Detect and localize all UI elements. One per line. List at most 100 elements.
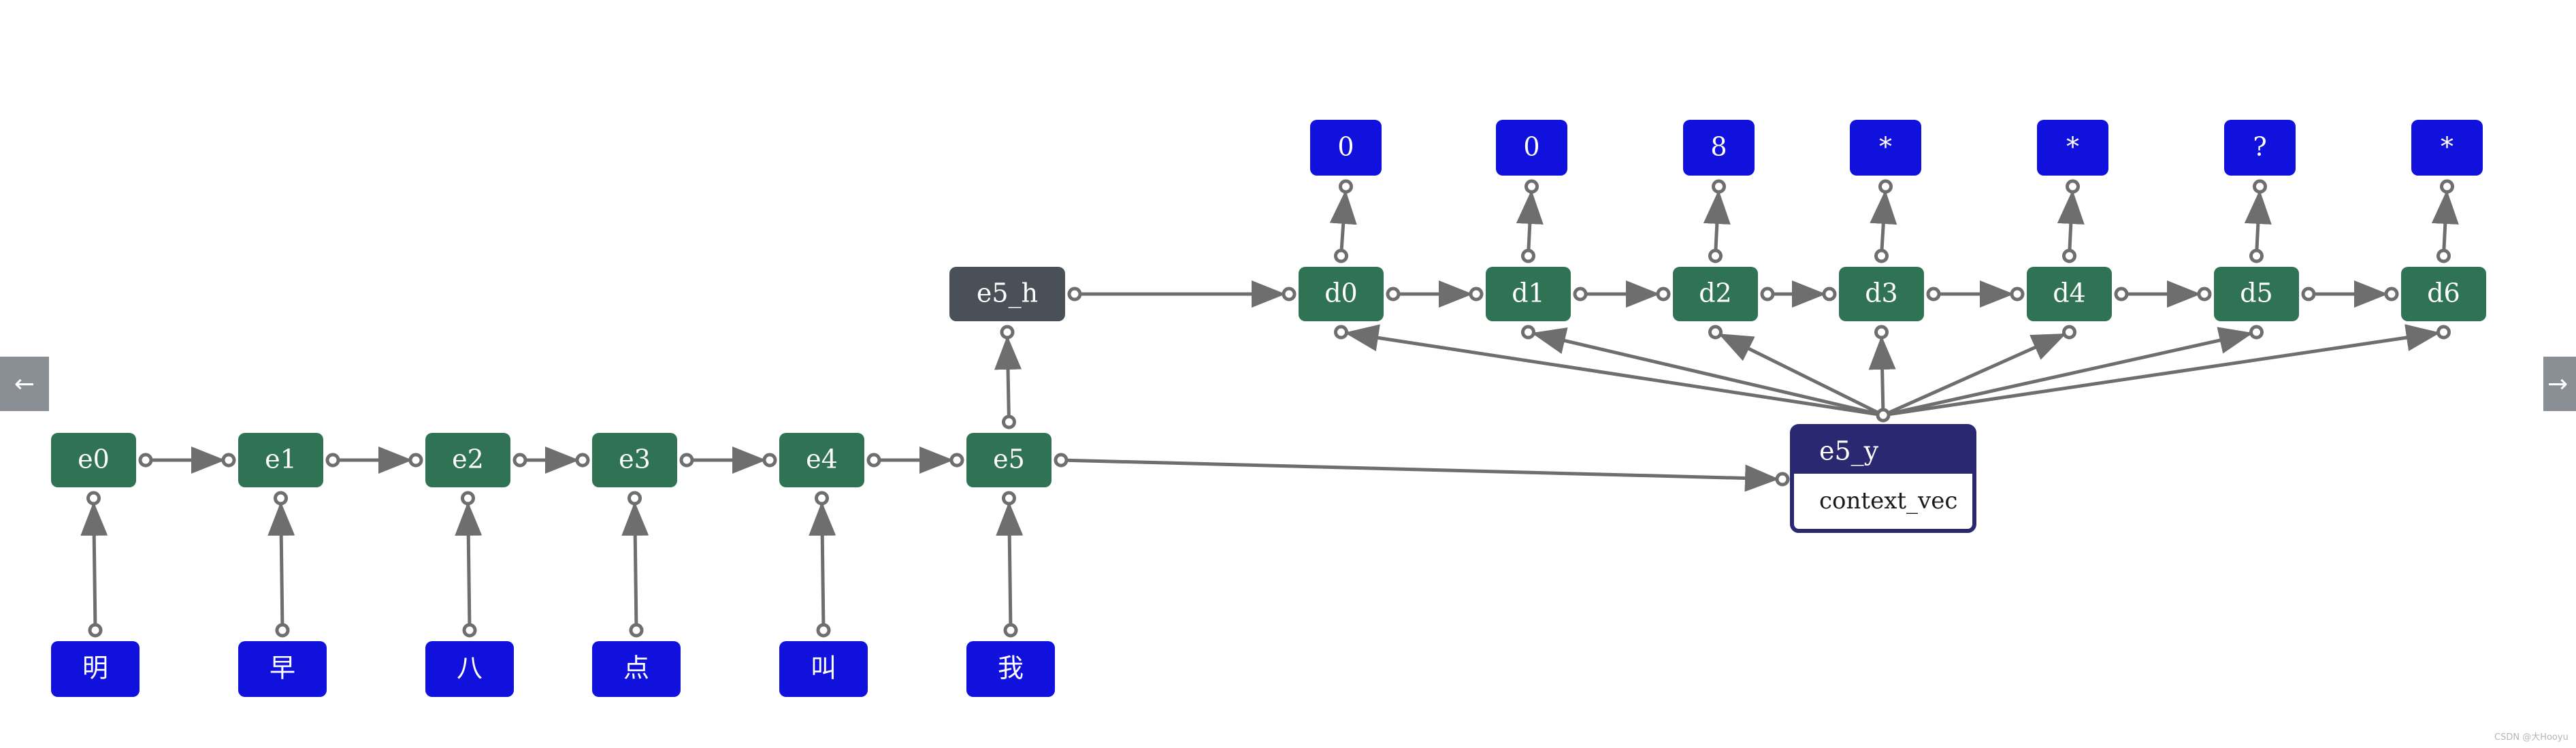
edges xyxy=(80,189,2459,625)
edge-arrow xyxy=(1868,335,1896,410)
edge-port xyxy=(274,491,288,506)
encoder-node-e4: e4 xyxy=(779,433,864,487)
output-node-label: * xyxy=(2066,132,2079,162)
encoder-node-label: e3 xyxy=(619,444,651,474)
edge-arrow xyxy=(2244,189,2272,251)
encoder-node-label: e5 xyxy=(993,444,1025,474)
input-node-in5: 我 xyxy=(966,641,1055,697)
edge-port xyxy=(2062,325,2076,340)
decoder-node-box xyxy=(1839,267,1924,321)
encoder-node-e2: e2 xyxy=(425,433,510,487)
decoder-node-label: d1 xyxy=(1512,278,1545,308)
edge-arrow xyxy=(1329,189,1357,251)
edge-port xyxy=(2436,325,2451,340)
input-node-box xyxy=(592,641,681,697)
decoder-node-box xyxy=(1486,267,1571,321)
edge-port xyxy=(1339,179,1353,194)
edge-port xyxy=(762,453,777,468)
edge-port xyxy=(816,623,831,638)
output-node-o4: * xyxy=(2037,120,2108,176)
input-node-box xyxy=(779,641,868,697)
decoder-node-label: d4 xyxy=(2053,278,2086,308)
edge-port xyxy=(1708,248,1723,263)
output-node-label: 8 xyxy=(1710,132,1727,162)
prev-slide-button[interactable]: ← xyxy=(0,357,49,411)
edge-port xyxy=(1874,248,1889,263)
edge-port xyxy=(1003,623,1018,638)
encoder-node-label: e1 xyxy=(265,444,297,474)
edge-port xyxy=(1002,491,1016,506)
edge-arrow xyxy=(1703,189,1731,251)
edge-port xyxy=(1760,287,1775,302)
ports xyxy=(86,179,2454,638)
edge-port xyxy=(679,453,694,468)
edge-port xyxy=(575,453,590,468)
context-node-header xyxy=(1792,426,1974,474)
output-node-label: * xyxy=(1879,132,1892,162)
edge-arrow xyxy=(1066,458,1780,492)
output-node-o1: 0 xyxy=(1496,120,1567,176)
edge-arrow xyxy=(267,501,295,625)
decoder-node-d6: d6 xyxy=(2401,267,2486,321)
next-slide-button[interactable]: → xyxy=(2543,357,2576,411)
decoder-node-box xyxy=(1673,267,1758,321)
encoder-node-box xyxy=(425,433,510,487)
edge-arrow xyxy=(1888,327,2253,416)
edge-arrow xyxy=(1718,334,1879,414)
edge-port xyxy=(2249,325,2264,340)
output-node-box xyxy=(2224,120,2296,176)
edge-port xyxy=(1775,472,1790,487)
edge-port xyxy=(1656,287,1671,302)
input-node-label: 八 xyxy=(457,653,483,683)
encoder-node-label: e4 xyxy=(806,444,838,474)
decoder-node-d2: d2 xyxy=(1673,267,1758,321)
edge-arrow xyxy=(621,501,649,625)
output-node-o3: * xyxy=(1850,120,1921,176)
edge-port xyxy=(1878,179,1893,194)
edge-port xyxy=(138,453,153,468)
decoder-node-d1: d1 xyxy=(1486,267,1571,321)
decoder-node-d4: d4 xyxy=(2027,267,2112,321)
right-arrow-icon: → xyxy=(2547,370,2569,398)
output-node-o0: 0 xyxy=(1310,120,1382,176)
context-node-field: context_vec xyxy=(1819,487,1957,515)
output-node-label: 0 xyxy=(1337,132,1354,162)
edge-port xyxy=(86,491,101,506)
edge-port xyxy=(1876,408,1891,423)
input-node-box xyxy=(966,641,1055,697)
edge-port xyxy=(1712,179,1726,194)
edge-port xyxy=(2253,179,2267,194)
edge-port xyxy=(275,623,290,638)
output-node-o2: 8 xyxy=(1683,120,1755,176)
input-node-in4: 叫 xyxy=(779,641,868,697)
edge-arrow xyxy=(1887,333,2066,415)
edge-port xyxy=(1822,287,1837,302)
output-node-label: 0 xyxy=(1523,132,1539,162)
edge-port xyxy=(866,453,881,468)
left-arrow-icon: ← xyxy=(14,370,35,398)
edge-port xyxy=(325,453,340,468)
edge-arrow xyxy=(80,501,108,625)
edge-port xyxy=(1469,287,1484,302)
edge-arrow xyxy=(455,501,483,625)
edge-port xyxy=(949,453,964,468)
encoder-node-box xyxy=(51,433,136,487)
decoder-node-box xyxy=(2401,267,2486,321)
edge-port xyxy=(1386,287,1401,302)
edge-port xyxy=(221,453,236,468)
edge-port xyxy=(1282,287,1297,302)
edge-port xyxy=(2114,287,2129,302)
output-node-box xyxy=(1310,120,1382,176)
edge-arrow xyxy=(809,501,836,625)
edge-port xyxy=(2249,248,2264,263)
hidden-node-box xyxy=(949,267,1065,321)
decoder-node-label: d5 xyxy=(2240,278,2273,308)
input-node-label: 早 xyxy=(270,653,295,683)
decoder-node-d5: d5 xyxy=(2214,267,2299,321)
output-node-o6: * xyxy=(2411,120,2483,176)
output-node-box xyxy=(2037,120,2108,176)
edge-arrow xyxy=(1870,189,1897,251)
edge-arrow xyxy=(1531,327,1878,416)
